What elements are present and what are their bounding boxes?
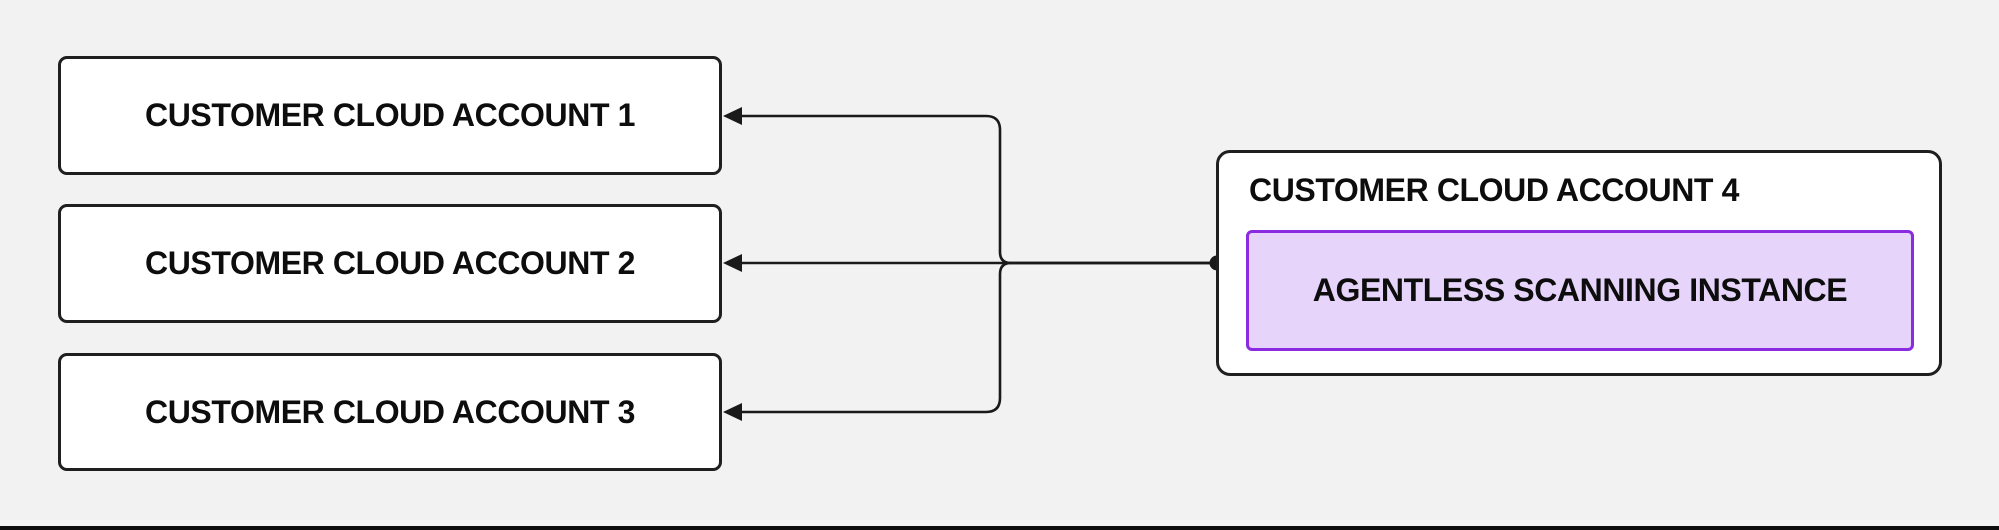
- node-label-account-1: CUSTOMER CLOUD ACCOUNT 1: [145, 97, 635, 133]
- node-agentless-scanning-instance: AGENTLESS SCANNING INSTANCE: [1246, 230, 1914, 351]
- node-label-account-2: CUSTOMER CLOUD ACCOUNT 2: [145, 245, 635, 281]
- connector-account4-to-account3: [740, 261, 1217, 414]
- node-label-account-3: CUSTOMER CLOUD ACCOUNT 3: [145, 393, 635, 430]
- node-customer-cloud-account-1: CUSTOMER CLOUD ACCOUNT 1: [58, 56, 722, 175]
- node-label-scanner: AGENTLESS SCANNING INSTANCE: [1312, 272, 1848, 308]
- node-customer-cloud-account-4: CUSTOMER CLOUD ACCOUNT 4 AGENTLESS SCANN…: [1216, 150, 1942, 376]
- node-customer-cloud-account-2: CUSTOMER CLOUD ACCOUNT 2: [58, 204, 722, 323]
- node-customer-cloud-account-3: CUSTOMER CLOUD ACCOUNT 3: [58, 353, 722, 471]
- arrowhead-account2-icon: [723, 254, 742, 272]
- arrowhead-account1-icon: [723, 107, 742, 125]
- arrowhead-account3-icon: [723, 403, 742, 421]
- connector-account4-to-account1: [740, 114, 1217, 265]
- node-label-account-4: CUSTOMER CLOUD ACCOUNT 4: [1249, 172, 1739, 208]
- bottom-edge-divider: [0, 526, 1999, 530]
